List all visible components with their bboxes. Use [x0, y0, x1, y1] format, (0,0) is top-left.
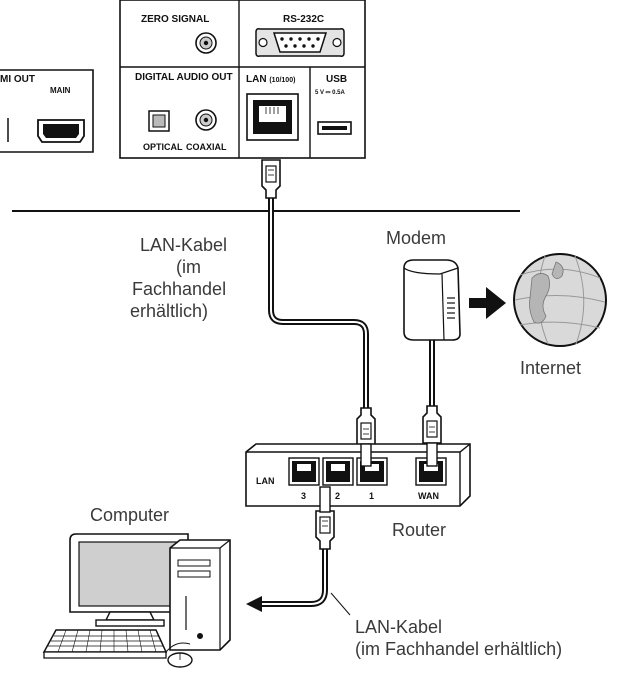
- keyboard-icon: [42, 629, 168, 659]
- zero-signal-jack-icon: [195, 32, 217, 54]
- router-label: Router: [392, 520, 447, 540]
- router-lan-port-2-icon: [322, 457, 354, 486]
- rs232c-label: RS-232C: [283, 14, 324, 25]
- lan-port-label: LAN (10/100): [246, 74, 295, 85]
- rj45-plug-icon: [422, 405, 442, 444]
- optical-port-icon: [148, 110, 170, 132]
- router-lan-port-3-icon: [288, 457, 320, 486]
- usb-port-icon: [317, 121, 352, 135]
- arrow-to-internet: [469, 287, 506, 319]
- lan-cable-router-computer: [259, 545, 328, 607]
- router-wan-label: WAN: [418, 491, 439, 501]
- lan-cable-label-line: LAN-Kabel: [355, 617, 443, 637]
- usb-label: USB: [326, 74, 347, 85]
- tower-icon: [169, 539, 231, 651]
- hdmi-panel: MI OUT MAIN: [0, 69, 94, 153]
- hdmi-main-label: MAIN: [50, 86, 71, 95]
- lan-cable-label-1: LAN-Kabel (im Fachhandel erhältlich): [130, 234, 228, 322]
- router-port-label: 2: [335, 491, 340, 501]
- lan-cable-label-line: LAN-Kabel: [140, 235, 228, 255]
- modem-device: [403, 259, 461, 341]
- rj45-plug-icon: [356, 407, 376, 446]
- computer-label: Computer: [90, 505, 170, 525]
- mouse-icon: [165, 642, 193, 668]
- computer-device: [42, 533, 231, 668]
- lan-cable-label-line: Fachhandel: [132, 279, 227, 299]
- coaxial-jack-icon: [195, 109, 217, 131]
- rear-panel: ZERO SIGNAL RS-232C DIGITAL AUDIO OUT OP…: [119, 0, 366, 159]
- hdmi-out-label: MI OUT: [0, 74, 35, 85]
- digital-audio-out-label: DIGITAL AUDIO OUT: [135, 72, 233, 83]
- modem-label: Modem: [386, 228, 447, 248]
- internet-label: Internet: [520, 358, 582, 378]
- lan-cable-label-line: (im: [176, 257, 201, 277]
- cable-leader-line: [330, 592, 351, 616]
- router-port-label: 3: [301, 491, 306, 501]
- lan-cable-player-router: [268, 194, 369, 415]
- rj45-plug-icon: [315, 510, 335, 550]
- zero-signal-label: ZERO SIGNAL: [141, 14, 209, 25]
- lan-cable-label-line: (im Fachhandel erhältlich): [355, 639, 563, 659]
- optical-label: OPTICAL: [143, 142, 183, 152]
- lan-cable-label-2: LAN-Kabel (im Fachhandel erhältlich): [355, 616, 562, 660]
- router-port-label: 1: [369, 491, 374, 501]
- monitor-icon: [69, 533, 189, 627]
- hdmi-port-icon: [37, 119, 85, 143]
- router-device: LAN WAN 3 2 1: [245, 443, 471, 507]
- rs232c-port-icon: [255, 28, 345, 57]
- rj45-plug-icon: [261, 159, 281, 199]
- lan-cable-label-line: erhältlich): [130, 301, 209, 321]
- lan-port-icon: [246, 93, 299, 141]
- router-lan-label: LAN: [256, 476, 275, 486]
- usb-rating-label: 5 V ⎓ 0.5A: [315, 90, 345, 96]
- globe-icon: [513, 253, 607, 347]
- arrow-to-computer: [246, 596, 262, 612]
- coaxial-label: COAXIAL: [186, 142, 227, 152]
